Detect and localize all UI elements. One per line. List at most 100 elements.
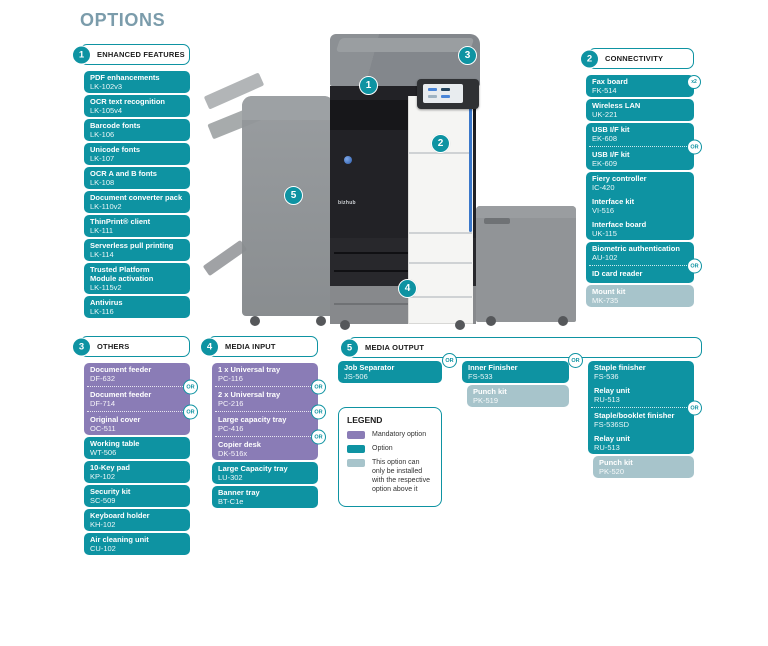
option-code: RU-513 <box>594 395 620 404</box>
legend-row: This option can only be installed with t… <box>347 458 433 494</box>
option-code: RU-513 <box>594 443 620 452</box>
callout-2-connectivity: 2 <box>431 134 450 153</box>
section-header: 3 OTHERS <box>72 336 190 357</box>
caster-wheel <box>250 316 260 326</box>
section-header: 1 ENHANCED FEATURES <box>72 44 190 65</box>
separator: OR <box>87 404 198 420</box>
legend-row: Option <box>347 444 433 453</box>
or-badge: OR <box>183 379 198 395</box>
option-code: EK-609 <box>592 159 618 168</box>
option-name: Staple finisher <box>594 363 646 372</box>
option-name: ID card reader <box>592 269 643 278</box>
option-name: Document feeder <box>90 390 152 399</box>
option-code: FS-536SD <box>594 420 630 429</box>
or-badge: OR <box>687 258 702 274</box>
option-code: BT-C1e <box>218 497 244 506</box>
option-name: Relay unit <box>594 386 630 395</box>
option-code: CU-102 <box>90 544 116 553</box>
separator: OR <box>87 379 198 395</box>
tray-groove <box>334 303 472 305</box>
option-code: FS-533 <box>468 372 493 381</box>
option-code: LK-116 <box>90 307 114 316</box>
legend: LEGEND Mandatory option Option This opti… <box>338 407 442 507</box>
option-code: IC-420 <box>592 183 615 192</box>
separator: OR <box>589 258 702 274</box>
section-title: CONNECTIVITY <box>605 54 664 63</box>
caster-wheel <box>340 320 350 330</box>
caster-wheel <box>316 316 326 326</box>
section-title: OTHERS <box>97 342 130 351</box>
screen-detail <box>441 88 450 91</box>
option-code: PK-519 <box>473 396 499 405</box>
option-name: 1 x Universal tray <box>218 365 281 374</box>
option-name: 10-Key pad <box>90 463 131 472</box>
section-number-badge: 3 <box>72 337 91 356</box>
large-capacity-cabinet <box>476 206 576 322</box>
option-code: WT-506 <box>90 448 117 457</box>
option-code: VI-516 <box>592 206 615 215</box>
option-name: OCR A and B fonts <box>90 169 157 178</box>
option-name: Antivirus <box>90 298 123 307</box>
callout-1-enhanced-features: 1 <box>359 76 378 95</box>
option-name: Fiery controller <box>592 174 647 183</box>
option-code: EK-608 <box>592 134 618 143</box>
panel-seam <box>409 296 472 298</box>
cabinet-top-face <box>476 206 576 218</box>
section-title: MEDIA OUTPUT <box>365 343 425 352</box>
or-badge: OR <box>311 404 326 420</box>
option-name: Security kit <box>90 487 131 496</box>
option-name: Staple/booklet finisher <box>594 411 675 420</box>
or-badge: OR <box>568 353 583 368</box>
option-name: Working table <box>90 439 140 448</box>
option-code: UK-221 <box>592 110 618 119</box>
option-code: FK-514 <box>592 86 617 95</box>
separator: OR <box>589 139 702 155</box>
page-title: OPTIONS <box>80 10 166 30</box>
option-code: UK-115 <box>592 229 617 238</box>
quantity-badge: x2 <box>687 75 701 89</box>
option-code: JS-506 <box>344 372 368 381</box>
option-code: LK-115v2 <box>90 283 122 292</box>
conditional-swatch <box>347 459 365 467</box>
option-name: Document feeder <box>90 365 152 374</box>
option-name: USB I/F kit <box>592 125 630 134</box>
or-badge: OR <box>183 404 198 420</box>
separator: OR <box>215 379 326 395</box>
section-number-badge: 5 <box>340 338 359 357</box>
option-name: Air cleaning unit <box>90 535 149 544</box>
option-code: DF-714 <box>90 399 116 408</box>
screen-detail <box>428 95 437 98</box>
